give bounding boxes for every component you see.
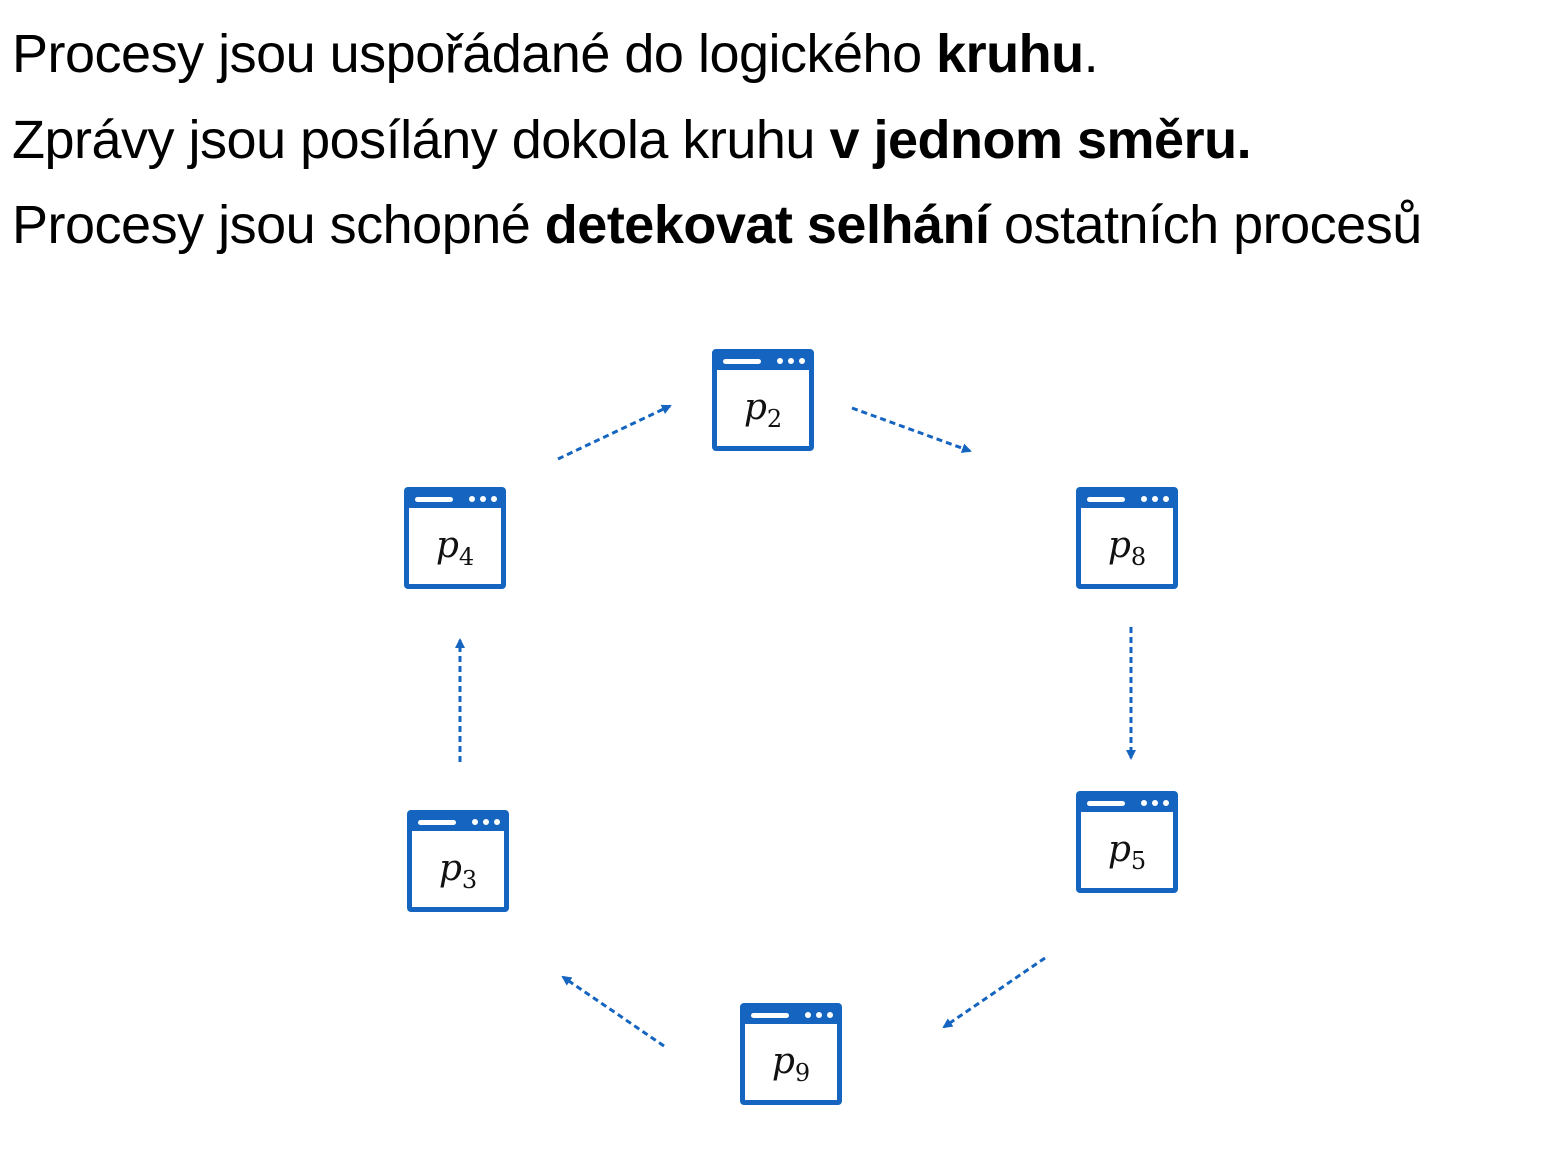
statement-emphasis: kruhu: [936, 24, 1084, 84]
process-node-p8: p8: [1076, 487, 1178, 589]
arrow-p2-to-p8: [851, 406, 972, 453]
statement-tail: ostatních procesů: [989, 195, 1422, 255]
statement-text: Procesy jsou uspořádané do logického: [12, 24, 937, 84]
arrow-p5-to-p9: [942, 956, 1046, 1029]
process-label: p9: [771, 1041, 811, 1087]
process-label: p4: [435, 525, 475, 571]
statement-emphasis: detekovat selhání: [544, 195, 990, 255]
arrow-p4-to-p2: [557, 404, 672, 461]
process-label: p5: [1107, 829, 1147, 875]
arrow-p9-to-p3: [561, 975, 665, 1048]
process-node-p4: p4: [404, 487, 506, 589]
statement-tail: .: [1083, 24, 1099, 84]
browser-window-icon: [412, 815, 504, 831]
process-label: p2: [743, 387, 783, 433]
browser-window-icon: [1081, 796, 1173, 812]
process-node-p2: p2: [712, 349, 814, 451]
statement-ring-arrangement: Procesy jsou uspořádané do logického kru…: [12, 22, 1099, 86]
process-node-p5: p5: [1076, 791, 1178, 893]
process-node-p9: p9: [740, 1003, 842, 1105]
process-label: p8: [1107, 525, 1147, 571]
browser-window-icon: [1081, 492, 1173, 508]
statement-emphasis: v jednom směru.: [829, 110, 1252, 170]
statement-text: Procesy jsou schopné: [12, 195, 545, 255]
statement-text: Zprávy jsou posílány dokola kruhu: [12, 110, 830, 170]
browser-window-icon: [409, 492, 501, 508]
statement-failure-detection: Procesy jsou schopné detekovat selhání o…: [12, 193, 1422, 257]
statement-one-direction: Zprávy jsou posílány dokola kruhu v jedn…: [12, 108, 1252, 172]
browser-window-icon: [717, 354, 809, 370]
process-label: p3: [438, 848, 478, 894]
process-node-p3: p3: [407, 810, 509, 912]
browser-window-icon: [745, 1008, 837, 1024]
